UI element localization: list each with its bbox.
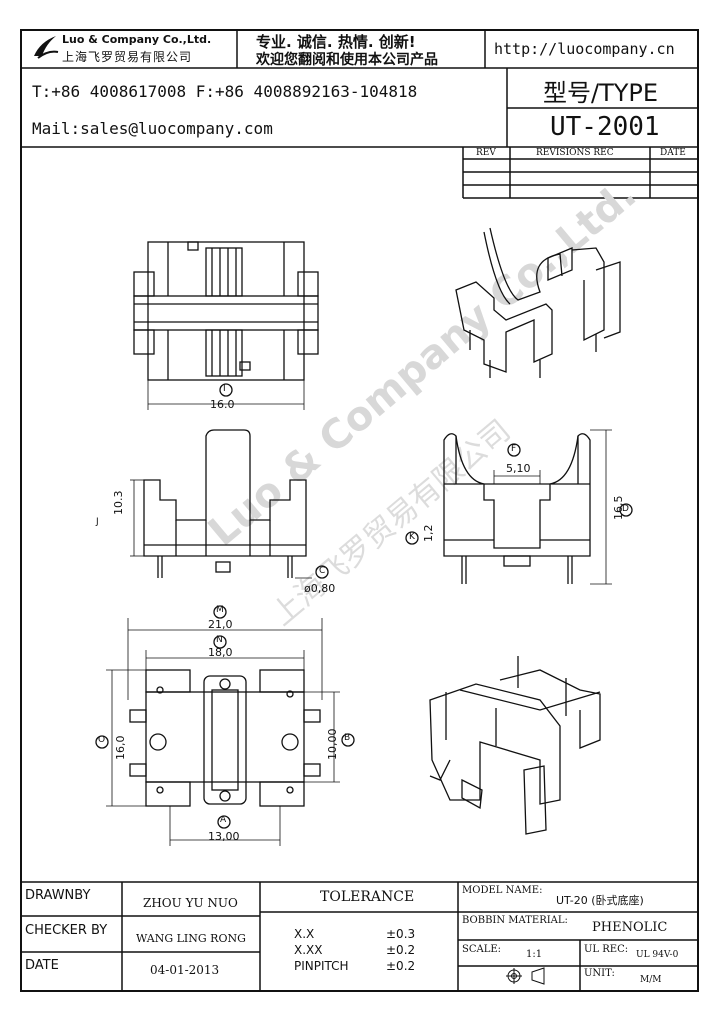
slogan-line1: 专业. 诚信. 热情. 创新! <box>256 33 416 51</box>
drawing-sheet <box>20 29 699 992</box>
dim-5-10: 5,10 <box>506 462 531 475</box>
dim-label-a: A <box>220 815 227 825</box>
tol-x-xx-label: X.XX <box>294 943 323 957</box>
front-view-drawing <box>130 429 329 579</box>
bobbin-value: PHENOLIC <box>592 920 668 935</box>
scale-value: 1:1 <box>526 949 543 960</box>
unit-value: M/M <box>640 975 662 985</box>
checker-label: CHECKER BY <box>25 923 108 938</box>
isometric-view-bottom <box>429 656 601 835</box>
dim-13-00: 13,00 <box>208 830 240 843</box>
dim-label-d: D <box>622 504 629 514</box>
bobbin-label: BOBBIN MATERIAL: <box>462 915 568 926</box>
isometric-view-top <box>455 227 621 378</box>
checker-value: WANG LING RONG <box>136 932 246 945</box>
phone-fax: T:+86 4008617008 F:+86 4008892163-104818 <box>32 82 418 101</box>
drawnby-label: DRAWNBY <box>25 888 91 903</box>
scale-label: SCALE: <box>462 944 502 955</box>
dim-label-c: C <box>319 566 326 576</box>
dim-label-o: O <box>98 735 106 745</box>
ul-rec-value: UL 94V-0 <box>636 950 679 960</box>
tolerance-label: TOLERANCE <box>320 889 415 905</box>
date-label: DATE <box>25 958 59 973</box>
type-value: UT-2001 <box>550 112 660 142</box>
dim-21-0: 21,0 <box>208 618 233 631</box>
dim-label-i: I <box>223 384 226 394</box>
unit-label: UNIT: <box>584 968 615 979</box>
revisions-rec-col-header: REVISIONS REC <box>536 148 614 158</box>
date-col-header: DATE <box>660 148 686 158</box>
rev-col-header: REV <box>476 148 496 158</box>
type-label: 型号/TYPE <box>543 79 659 107</box>
slogan-line2: 欢迎您翻阅和使用本公司产品 <box>256 52 438 68</box>
bottom-view-drawing <box>95 605 355 846</box>
tol-pinpitch-label: PINPITCH <box>294 959 349 973</box>
dim-label-k: K <box>409 532 415 542</box>
tol-x-x-value: ±0.3 <box>386 927 416 941</box>
side-view-drawing <box>405 429 633 585</box>
ul-rec-label: UL REC: <box>584 944 629 955</box>
dim-label-b: B <box>344 733 351 743</box>
model-label: MODEL NAME: <box>462 885 543 896</box>
website-link[interactable]: http://luocompany.cn <box>494 40 675 58</box>
tol-x-x-label: X.X <box>294 927 315 941</box>
drawnby-value: ZHOU YU NUO <box>143 896 238 910</box>
model-value: UT-20 (卧式底座) <box>556 894 644 907</box>
tol-x-xx-value: ±0.2 <box>386 943 416 957</box>
dim-diam-080: ø0,80 <box>304 582 336 595</box>
company-name-en: Luo & Company Co.,Ltd. <box>62 33 212 46</box>
email[interactable]: Mail:sales@luocompany.com <box>32 119 273 138</box>
dim-label-n: N <box>216 635 223 645</box>
dim-18-0: 18,0 <box>208 646 233 659</box>
dim-16-0: 16.0 <box>210 398 235 411</box>
date-value: 04-01-2013 <box>150 963 220 977</box>
dim-label-m: M <box>216 605 224 615</box>
company-name-cn: 上海飞罗贸易有限公司 <box>62 50 193 64</box>
dim-label-f: F <box>511 444 517 454</box>
top-view-drawing <box>133 241 319 410</box>
tol-pinpitch-value: ±0.2 <box>386 959 416 973</box>
dim-label-j: J <box>96 517 99 527</box>
